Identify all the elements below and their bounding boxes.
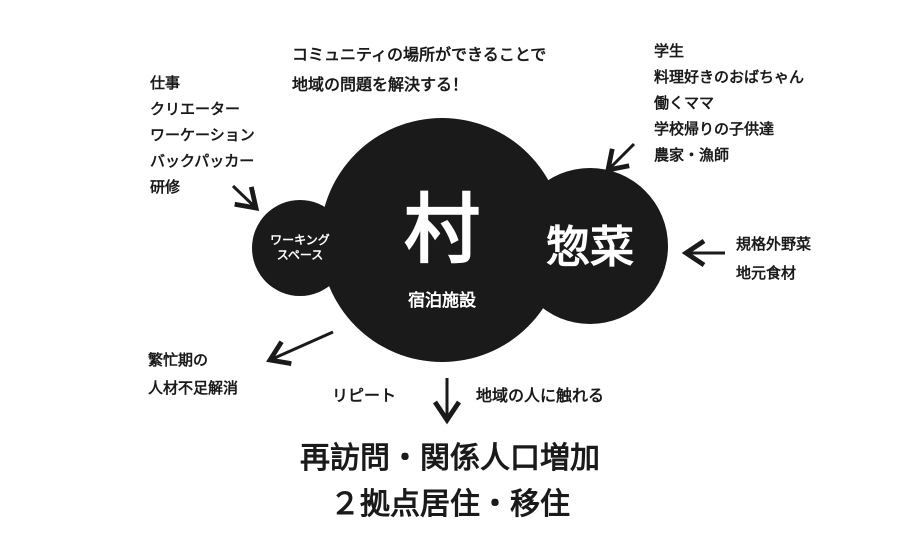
heading: コミュニティの場所ができることで 地域の問題を解決する！ — [292, 40, 546, 100]
outcome-line-2: ２拠点居住・移住 — [330, 487, 570, 522]
workspace-label: ワーキング スペース — [252, 233, 348, 263]
top-right-inputs-list: 学生 料理好きのおばちゃん 働くママ 学校帰りの子供達 農家・漁師 — [654, 38, 804, 168]
deli-label: 惣菜 — [546, 222, 634, 273]
workspace-label-line-2: スペース — [276, 248, 324, 262]
busy-season-note: 繁忙期の 人材不足解消 — [148, 346, 238, 402]
village-sublabel: 宿泊施設 — [408, 291, 476, 311]
list-item: 繁忙期の — [148, 351, 209, 369]
list-item: クリエーター — [150, 100, 241, 118]
list-item: 学生 — [654, 42, 685, 60]
list-item: 農家・漁師 — [654, 146, 730, 164]
heading-line-2: 地域の問題を解決する！ — [292, 75, 469, 94]
village-label: 村 — [404, 185, 480, 274]
list-item: 料理好きのおばちゃん — [654, 68, 805, 86]
arrow-busy-season — [266, 330, 334, 367]
right-inputs-list: 規格外野菜 地元食材 — [736, 230, 811, 288]
list-item: 人材不足解消 — [148, 379, 239, 397]
village-circle — [320, 118, 564, 362]
arrow-top-right-inputs — [604, 142, 636, 174]
list-item: バックパッカー — [150, 152, 255, 170]
heading-line-1: コミュニティの場所ができることで — [292, 45, 547, 64]
list-item: ワーケーション — [150, 126, 255, 144]
local-contact-label: 地域の人に触れる — [476, 386, 605, 405]
arrow-left-inputs — [231, 184, 260, 211]
workspace-label-line-1: ワーキング — [270, 233, 330, 247]
list-item: 仕事 — [150, 74, 181, 92]
list-item: 地元食材 — [736, 264, 797, 282]
list-item: 研修 — [150, 178, 181, 196]
outcome: 再訪問・関係人口増加 ２拠点居住・移住 — [150, 436, 750, 528]
list-item: 学校帰りの子供達 — [654, 120, 775, 138]
list-item: 働くママ — [654, 94, 715, 112]
outcome-line-1: 再訪問・関係人口増加 — [300, 441, 600, 476]
repeat-label: リピート — [332, 386, 397, 405]
left-inputs-list: 仕事 クリエーター ワーケーション バックパッカー 研修 — [150, 70, 255, 200]
list-item: 規格外野菜 — [736, 235, 812, 253]
